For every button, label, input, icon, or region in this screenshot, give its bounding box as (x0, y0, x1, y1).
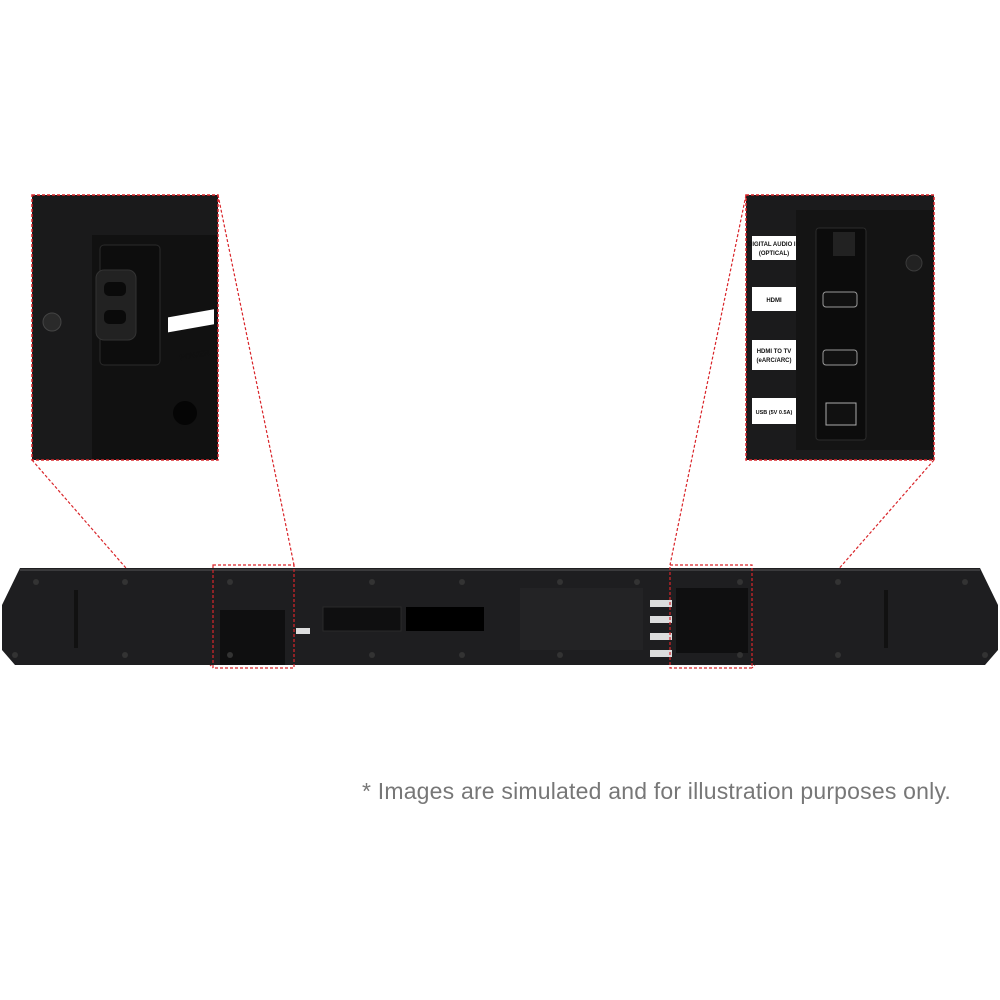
hdmi-port-icon (822, 291, 858, 308)
power-socket-icon (95, 269, 137, 341)
disclaimer-text: * Images are simulated and for illustrat… (362, 778, 952, 804)
usb-port-icon (825, 402, 857, 426)
ports-inset: DIGITAL AUDIO IN (OPTICAL) HDMI HDMI TO … (745, 194, 935, 461)
hdmi-label: HDMI (766, 298, 782, 304)
power-inset: POWER (31, 194, 219, 461)
soundbar-back (2, 564, 998, 669)
hdmi-tv-label: HDMI TO TV (757, 349, 792, 355)
usb-label: USB (5V 0.5A) (756, 410, 793, 416)
optical-port-icon (833, 232, 855, 256)
optical-label: DIGITAL AUDIO IN (748, 242, 800, 248)
optical-label-sub: (OPTICAL) (759, 251, 789, 257)
hdmi-tv-label-sub: (eARC/ARC) (757, 358, 792, 364)
hdmi-arc-port-icon (822, 349, 858, 366)
